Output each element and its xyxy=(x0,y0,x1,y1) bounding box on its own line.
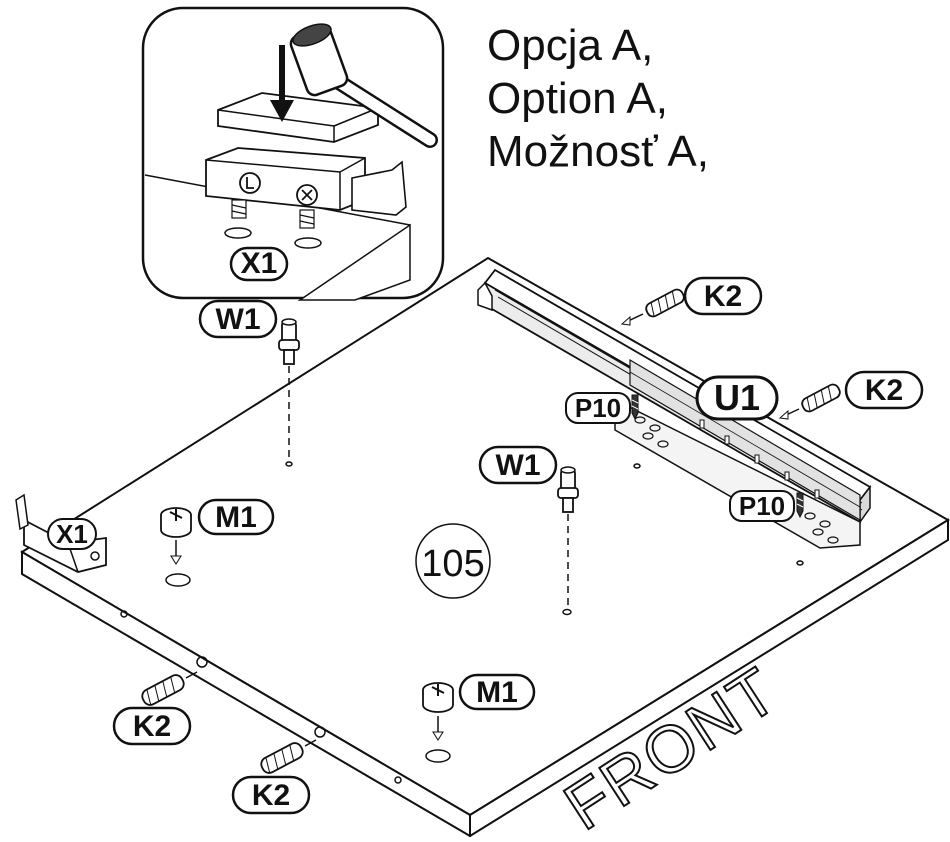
svg-text:K2: K2 xyxy=(133,710,171,743)
option-line-2: Option A, xyxy=(487,74,668,123)
option-line-3: Možnosť A, xyxy=(487,127,709,176)
pin-w1-left xyxy=(278,318,300,458)
label-u1: U1 xyxy=(695,375,779,421)
label-k2-edge-1: K2 xyxy=(112,706,192,746)
dowel-k2-edge-1 xyxy=(141,671,198,706)
label-k2-rail-right: K2 xyxy=(844,370,924,410)
label-w1-center: W1 xyxy=(478,445,558,485)
lock-symbol-icon xyxy=(239,172,261,194)
label-p10-top: P10 xyxy=(565,392,631,424)
label-p10-bottom: P10 xyxy=(729,490,795,522)
svg-text:105: 105 xyxy=(421,543,484,585)
svg-text:W1: W1 xyxy=(496,449,541,482)
unlock-symbol-icon xyxy=(296,184,318,206)
svg-text:X1: X1 xyxy=(56,519,88,549)
label-k2-rail-top: K2 xyxy=(683,276,763,316)
dowel-k2-rail-top xyxy=(620,288,685,326)
screw-p10-bottom xyxy=(796,492,804,519)
svg-text:M1: M1 xyxy=(215,501,257,534)
screw-p10-top xyxy=(631,394,639,421)
svg-text:K2: K2 xyxy=(865,374,903,407)
svg-text:K2: K2 xyxy=(252,779,290,812)
label-m1-left: M1 xyxy=(197,498,275,536)
dowel-k2-edge-2 xyxy=(260,739,317,774)
label-w1-left: W1 xyxy=(198,299,278,339)
cam-lock-m1-front xyxy=(422,682,454,763)
svg-text:M1: M1 xyxy=(476,676,518,709)
pin-w1-center xyxy=(557,466,579,606)
label-x1-inset: X1 xyxy=(229,246,289,282)
svg-text:W1: W1 xyxy=(216,303,261,336)
svg-text:P10: P10 xyxy=(575,393,621,423)
svg-text:X1: X1 xyxy=(241,247,278,280)
arrow-down-icon xyxy=(270,45,294,122)
svg-text:P10: P10 xyxy=(739,491,785,521)
dowel-k2-rail-right xyxy=(778,383,841,420)
label-k2-edge-2: K2 xyxy=(231,775,311,815)
option-line-1: Opcja A, xyxy=(487,21,653,70)
rail-u1 xyxy=(477,268,872,549)
label-x1-edge: X1 xyxy=(47,518,97,550)
cam-lock-m1-left xyxy=(160,507,192,587)
svg-text:U1: U1 xyxy=(714,377,760,418)
inset-detail xyxy=(141,6,445,301)
svg-text:K2: K2 xyxy=(704,280,742,313)
label-m1-front: M1 xyxy=(458,673,536,711)
part-number-badge: 105 xyxy=(415,523,491,599)
hammer-icon xyxy=(289,23,438,148)
